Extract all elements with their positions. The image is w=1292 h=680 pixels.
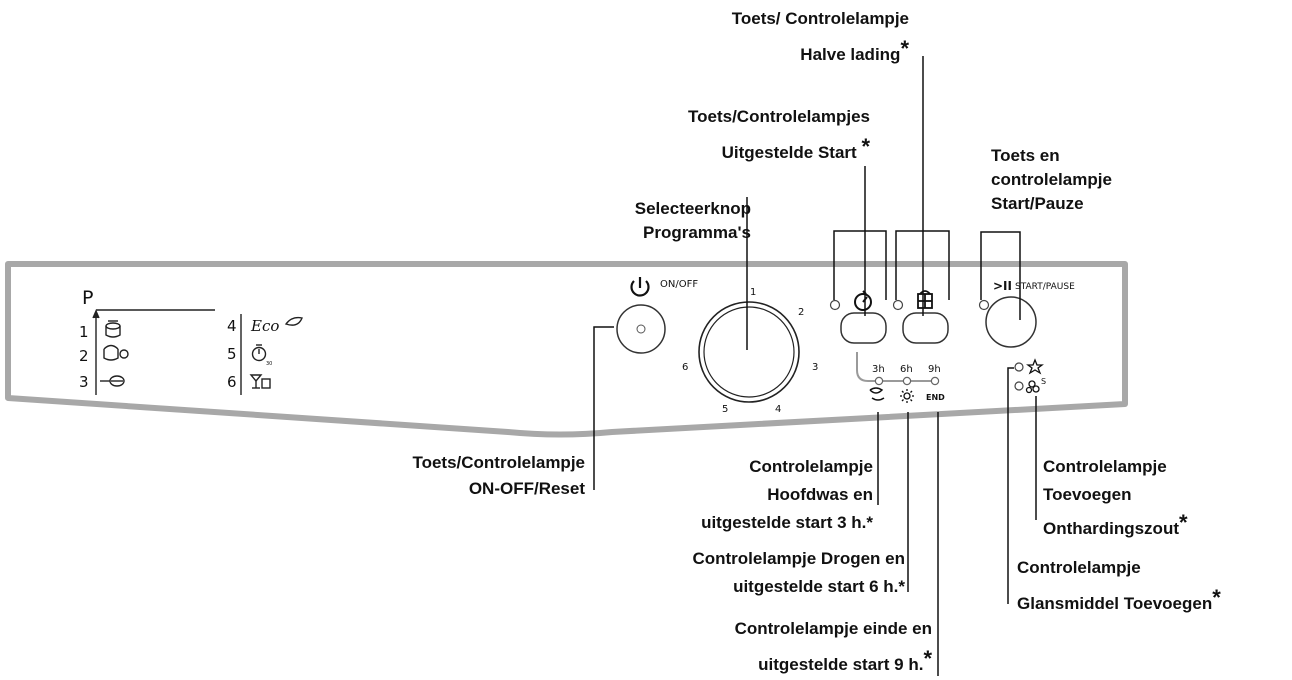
callout-glansmiddel-line1: Controlelampje bbox=[1017, 558, 1141, 577]
callout-einde-line1: Controlelampje einde en bbox=[734, 619, 932, 638]
timer-icon bbox=[251, 344, 267, 362]
callout-start-pauze: Toets en controlelampje Start/Pauze bbox=[991, 144, 1112, 216]
program-selector-dial[interactable] bbox=[698, 301, 800, 403]
delay-6h-led bbox=[902, 376, 912, 386]
callout-hoofdwas-line1: Controlelampje bbox=[749, 457, 873, 476]
callout-start-pauze-line1: Toets en bbox=[991, 146, 1060, 165]
asterisk: * bbox=[923, 646, 932, 671]
program-number-4: 4 bbox=[227, 317, 237, 335]
callout-start-pauze-line3: Start/Pauze bbox=[991, 194, 1084, 213]
rinse-aid-led bbox=[1014, 362, 1024, 372]
callout-onoff-reset: Toets/Controlelampje ON-OFF/Reset bbox=[412, 450, 585, 502]
power-icon bbox=[630, 277, 650, 297]
callout-einde: Controlelampje einde en uitgestelde star… bbox=[735, 614, 932, 680]
pot-icon bbox=[105, 320, 121, 338]
program-number-2: 2 bbox=[79, 347, 89, 365]
callout-selecteerknop-line2: Programma's bbox=[643, 223, 751, 242]
leader-lines bbox=[593, 56, 1037, 676]
callout-onthardingszout-line2: Toevoegen bbox=[1043, 485, 1132, 504]
program-letter: P bbox=[82, 287, 93, 309]
salt-icon bbox=[1025, 380, 1040, 394]
dial-number-3: 3 bbox=[812, 362, 818, 373]
callout-halve-lading-line2: Halve lading bbox=[800, 45, 901, 64]
callout-uitgestelde-start: Toets/Controlelampjes Uitgestelde Start … bbox=[688, 102, 870, 168]
dial-number-1: 1 bbox=[750, 287, 756, 298]
callout-selecteerknop-line1: Selecteerknop bbox=[634, 199, 751, 218]
callout-halve-lading-line1: Toets/ Controlelampje bbox=[731, 9, 909, 28]
onoff-button[interactable] bbox=[616, 304, 666, 354]
program-number-5: 5 bbox=[227, 345, 237, 363]
delay-3h-label: 3h bbox=[872, 364, 885, 375]
end-label: END bbox=[926, 393, 945, 402]
delay-indicator-track bbox=[856, 352, 935, 382]
rinse-aid-icon bbox=[1026, 358, 1044, 375]
delay-9h-led bbox=[930, 376, 940, 386]
asterisk: * bbox=[900, 36, 909, 61]
wash-icon bbox=[869, 387, 885, 401]
callout-onthardingszout: Controlelampje Toevoegen Onthardingszout… bbox=[1043, 453, 1188, 543]
callout-glansmiddel-line2: Glansmiddel Toevoegen bbox=[1017, 594, 1213, 613]
start-symbol: >II bbox=[993, 279, 1012, 293]
callout-drogen-line1: Controlelampje Drogen en bbox=[692, 549, 905, 568]
salt-led bbox=[1014, 381, 1024, 391]
program-number-1: 1 bbox=[79, 323, 89, 341]
callout-glansmiddel: Controlelampje Glansmiddel Toevoegen* bbox=[1017, 553, 1221, 619]
start-pause-label: START/PAUSE bbox=[1015, 282, 1075, 292]
half-load-button[interactable] bbox=[902, 312, 949, 344]
callout-onoff-reset-line2: ON-OFF/Reset bbox=[468, 479, 585, 498]
callout-uitgestelde-start-line1: Toets/Controlelampjes bbox=[688, 107, 870, 126]
half-load-led bbox=[892, 299, 904, 311]
callout-onthardingszout-line3: Onthardingszout bbox=[1043, 519, 1179, 538]
callout-hoofdwas-line2: Hoofdwas en bbox=[767, 485, 873, 504]
casserole-icon bbox=[103, 344, 129, 361]
eco-label: Eco bbox=[250, 317, 279, 335]
delay-6h-label: 6h bbox=[900, 364, 913, 375]
dial-number-5: 5 bbox=[722, 404, 728, 415]
callout-einde-line2: uitgestelde start 9 h. bbox=[758, 655, 924, 674]
eco-leaf-icon bbox=[284, 316, 303, 326]
delay-9h-label: 9h bbox=[928, 364, 941, 375]
callout-hoofdwas-line3: uitgestelde start 3 h.* bbox=[701, 513, 873, 532]
start-pause-button[interactable] bbox=[985, 296, 1037, 348]
callout-halve-lading: Toets/ Controlelampje Halve lading* bbox=[732, 4, 909, 70]
callout-drogen-line2: uitgestelde start 6 h.* bbox=[733, 577, 905, 596]
callout-start-pauze-line2: controlelampje bbox=[991, 170, 1112, 189]
glass-icon bbox=[249, 374, 271, 389]
onoff-label: ON/OFF bbox=[660, 279, 698, 290]
pan-icon bbox=[100, 375, 125, 387]
program-number-3: 3 bbox=[79, 373, 89, 391]
salt-s-label: S bbox=[1041, 377, 1046, 386]
callout-drogen: Controlelampje Drogen en uitgestelde sta… bbox=[692, 545, 905, 601]
start-pause-led bbox=[978, 299, 990, 311]
delay-start-led bbox=[829, 299, 841, 311]
asterisk: * bbox=[1178, 510, 1188, 535]
dial-number-2: 2 bbox=[798, 307, 804, 318]
asterisk: * bbox=[861, 134, 870, 159]
callout-uitgestelde-start-line2: Uitgestelde Start bbox=[721, 143, 857, 162]
delay-3h-led bbox=[874, 376, 884, 386]
callout-onthardingszout-line1: Controlelampje bbox=[1043, 457, 1167, 476]
dial-number-6: 6 bbox=[682, 362, 688, 373]
asterisk: * bbox=[1212, 585, 1221, 610]
callout-hoofdwas: Controlelampje Hoofdwas en uitgestelde s… bbox=[701, 453, 873, 537]
dial-number-4: 4 bbox=[775, 404, 781, 415]
dry-sun-icon bbox=[900, 389, 914, 403]
eco-speed-sub: 30 bbox=[266, 361, 272, 367]
program-legend bbox=[92, 309, 303, 395]
program-number-6: 6 bbox=[227, 373, 237, 391]
callout-selecteerknop: Selecteerknop Programma's bbox=[635, 194, 751, 248]
control-panel-outline bbox=[5, 261, 1128, 438]
half-load-icon bbox=[917, 290, 933, 309]
callout-onoff-reset-line1: Toets/Controlelampje bbox=[412, 453, 585, 472]
delay-start-button[interactable] bbox=[840, 312, 887, 344]
